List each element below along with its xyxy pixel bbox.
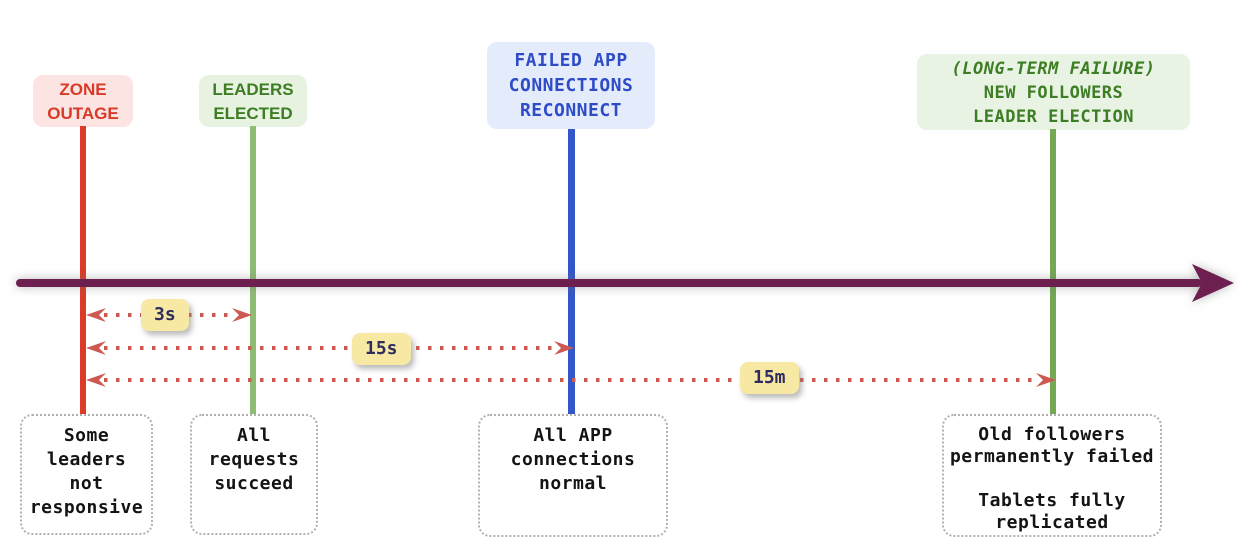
duration-arrow-15s bbox=[86, 341, 574, 355]
event-label-longterm-subtitle: (LONG-TERM FAILURE) bbox=[951, 59, 1156, 79]
event-label-failed-app-reconnect: FAILED APP CONNECTIONS RECONNECT bbox=[487, 42, 655, 129]
duration-arrow-15m bbox=[86, 373, 1056, 387]
duration-badge-3s: 3s bbox=[141, 299, 189, 331]
timeline-axis-arrow bbox=[16, 264, 1234, 302]
note-zone-outage: Some leaders not responsive bbox=[20, 414, 153, 535]
zone-outage-marker-line bbox=[80, 126, 86, 415]
arrowhead-right-icon bbox=[232, 308, 252, 322]
dotted-line bbox=[104, 346, 556, 350]
event-label-leaders-elected: LEADERS ELECTED bbox=[199, 75, 307, 127]
timeline-arrowhead-icon bbox=[1192, 264, 1234, 302]
event-label-longterm-title: NEW FOLLOWERS LEADER ELECTION bbox=[972, 83, 1135, 127]
duration-badge-15s: 15s bbox=[352, 333, 411, 365]
arrowhead-right-icon bbox=[554, 341, 574, 355]
arrowhead-right-icon bbox=[1036, 373, 1056, 387]
note-leaders-elected: All requests succeed bbox=[190, 414, 318, 535]
longterm-marker-line bbox=[1050, 129, 1056, 415]
note-longterm: Old followers permanently failed Tablets… bbox=[942, 414, 1162, 537]
dotted-line bbox=[104, 378, 1038, 382]
arrowhead-left-icon bbox=[86, 308, 106, 322]
leaders-elected-marker-line bbox=[250, 126, 256, 415]
arrowhead-left-icon bbox=[86, 373, 106, 387]
note-reconnect: All APP connections normal bbox=[478, 414, 668, 537]
reconnect-marker-line bbox=[568, 129, 575, 415]
event-label-zone-outage: ZONE OUTAGE bbox=[33, 75, 133, 127]
event-label-longterm-failure: (LONG-TERM FAILURE) NEW FOLLOWERS LEADER… bbox=[917, 54, 1190, 130]
duration-badge-15m: 15m bbox=[740, 362, 799, 394]
arrowhead-left-icon bbox=[86, 341, 106, 355]
